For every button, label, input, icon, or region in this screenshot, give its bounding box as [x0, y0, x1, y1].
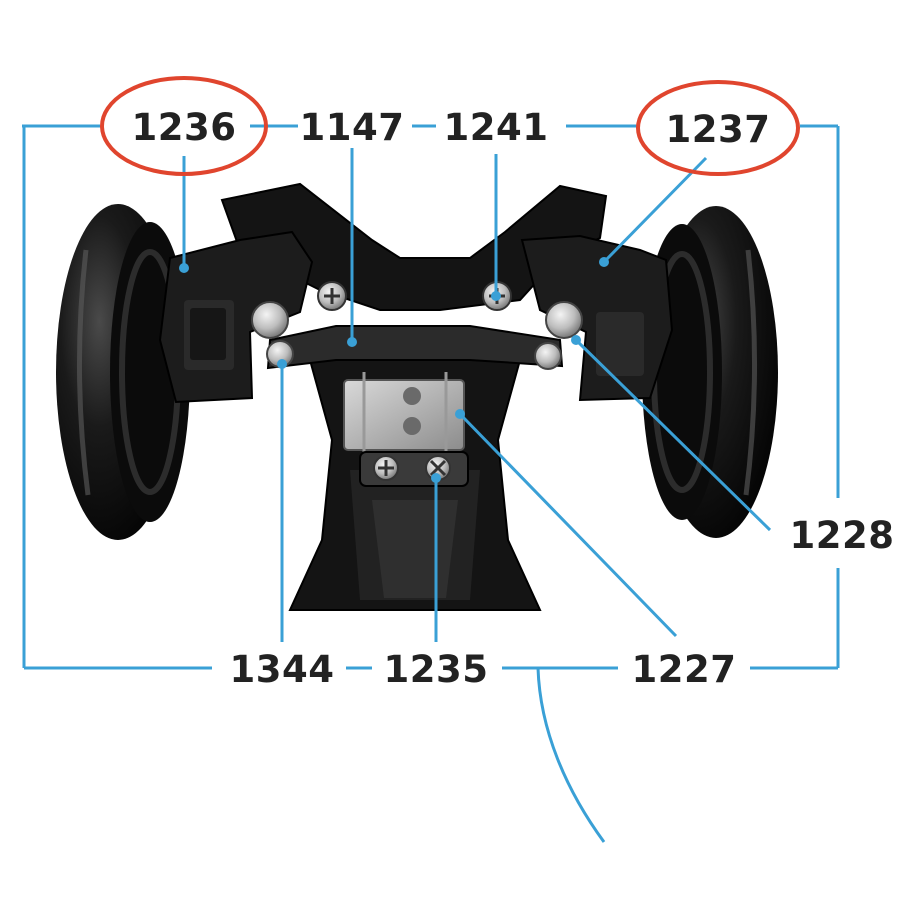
leader-dot-1236 — [179, 263, 189, 273]
leader-dot-1241 — [491, 291, 501, 301]
leader-1237 — [602, 156, 708, 264]
highlight-ring-1237 — [636, 80, 800, 176]
leader-dot-1227 — [455, 409, 465, 419]
leader-dot-1237 — [599, 257, 609, 267]
leader-lines — [22, 124, 840, 843]
leader-tail-curve — [536, 667, 606, 843]
part-label-1228: 1228 — [790, 514, 895, 557]
leader-dot-1147 — [347, 337, 357, 347]
leader-dot-1235 — [431, 473, 441, 483]
part-label-1344: 1344 — [230, 648, 335, 691]
deck-frame — [220, 182, 608, 311]
part-label-1236: 1236 — [132, 106, 237, 149]
part-label-1227: 1227 — [632, 648, 737, 691]
leader-dot-1228 — [571, 335, 581, 345]
part-label-1237: 1237 — [666, 108, 771, 151]
leader-1228 — [574, 338, 772, 532]
leader-dot-1344 — [277, 359, 287, 369]
leader-1227 — [458, 412, 678, 638]
part-label-1241: 1241 — [444, 106, 549, 149]
part-label-1147: 1147 — [300, 106, 405, 149]
scooter-front-assembly — [56, 182, 778, 611]
right-wheel — [642, 206, 778, 538]
part-label-1235: 1235 — [384, 648, 489, 691]
cross-bar — [266, 325, 564, 370]
highlight-ring-1236 — [100, 76, 268, 176]
